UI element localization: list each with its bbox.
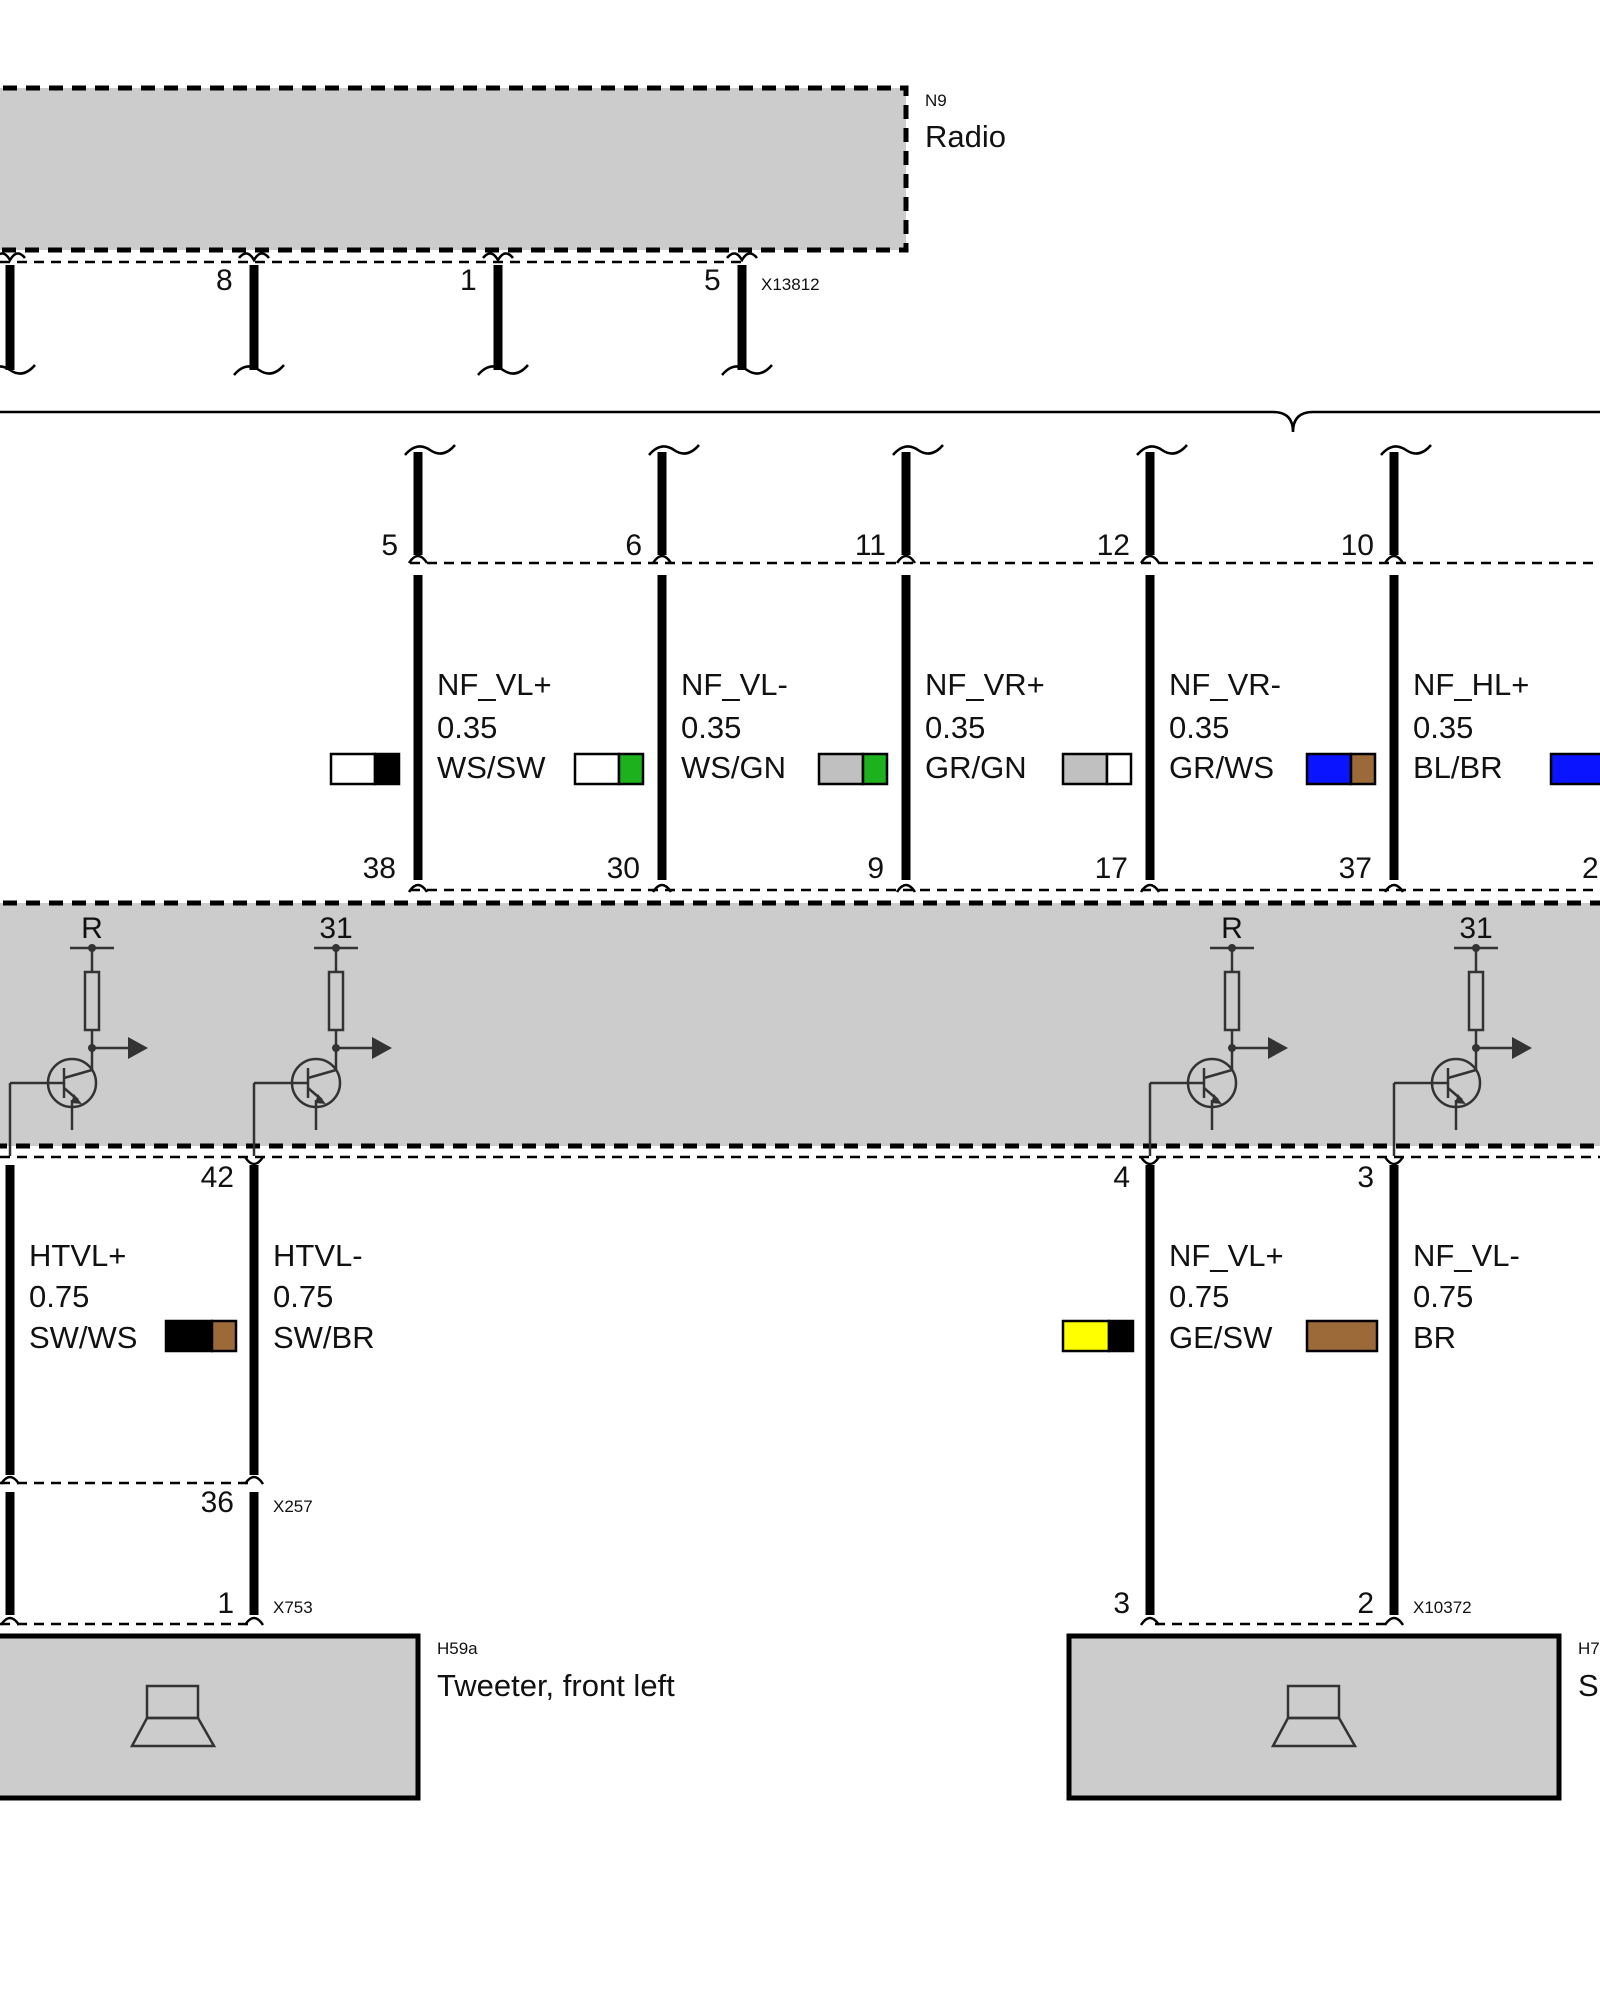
wire-color: BL/BR <box>1413 750 1503 785</box>
wire-signal: NF_VR+ <box>925 667 1045 702</box>
lower-wire <box>1383 1156 1405 1626</box>
wire-size: 0.35 <box>1413 710 1473 745</box>
connector-label: X257 <box>273 1497 313 1516</box>
color-swatch <box>1061 1319 1135 1353</box>
connector-pin: 3 <box>1113 1587 1130 1620</box>
harness-brace <box>0 410 1600 433</box>
connector-label: X753 <box>273 1598 313 1617</box>
color-swatch <box>573 752 645 786</box>
wire-signal: NF_VL- <box>1413 1238 1520 1273</box>
pin-bottom: 38 <box>363 852 396 885</box>
color-swatch <box>1305 752 1377 786</box>
wire-signal: HTVL+ <box>29 1238 126 1273</box>
amplifier-module <box>0 900 1600 1149</box>
amplifier-stage <box>252 944 392 1156</box>
terminal-label: R <box>81 912 103 945</box>
tweeter-component <box>0 1633 421 1801</box>
terminal-label: R <box>1221 912 1243 945</box>
wire-color: GE/SW <box>1169 1320 1273 1355</box>
terminal-label: 31 <box>1459 912 1492 945</box>
wire-signal: NF_HL+ <box>1413 667 1529 702</box>
radio-code: N9 <box>925 91 947 110</box>
pin-bottom: 2 <box>1582 852 1599 885</box>
upper-wire <box>1380 444 1432 893</box>
upper-wire <box>648 444 700 893</box>
radio-pin: 8 <box>216 264 233 297</box>
pin-bottom: 17 <box>1095 852 1128 885</box>
component-code: H7 <box>1578 1639 1600 1658</box>
lower-wire-group <box>0 1156 1405 1626</box>
terminal-label: 31 <box>319 912 352 945</box>
pin-lower: 4 <box>1113 1161 1130 1194</box>
component-code: H59a <box>437 1639 478 1658</box>
wire-color: WS/GN <box>681 750 786 785</box>
wire-signal: NF_VL+ <box>1169 1238 1284 1273</box>
color-swatch <box>329 752 401 786</box>
pin-top: 12 <box>1097 529 1130 562</box>
radio-connector: X13812 <box>761 275 820 294</box>
pin-top: 5 <box>381 529 398 562</box>
amplifier-stage <box>8 944 148 1156</box>
radio-module <box>0 85 909 253</box>
lower-wire <box>1139 1156 1161 1626</box>
wire-signal: HTVL- <box>273 1238 363 1273</box>
connector-pin: 1 <box>217 1587 234 1620</box>
lower-wire <box>243 1156 265 1626</box>
wire-size: 0.35 <box>1169 710 1229 745</box>
component-name: Tweeter, front left <box>437 1668 675 1703</box>
upper-wire <box>1136 444 1188 893</box>
pin-bottom: 37 <box>1339 852 1372 885</box>
connector-pin: 2 <box>1357 1587 1374 1620</box>
wire-size: 0.35 <box>925 710 985 745</box>
pin-bottom: 30 <box>607 852 640 885</box>
radio-pin: 1 <box>460 264 477 297</box>
pin-top: 6 <box>625 529 642 562</box>
wire-size: 0.35 <box>437 710 497 745</box>
speaker-icon <box>1270 1684 1358 1748</box>
color-swatch <box>1549 752 1600 786</box>
connector-label: X10372 <box>1413 1598 1472 1617</box>
wire-signal: NF_VL+ <box>437 667 552 702</box>
wire-color: SW/BR <box>273 1320 375 1355</box>
upper-wire-group <box>404 444 1432 893</box>
wire-size: 0.75 <box>1169 1279 1229 1314</box>
upper-wire <box>892 444 944 893</box>
pin-top: 11 <box>855 529 886 562</box>
lower-wire <box>0 1165 21 1626</box>
pin-lower: 3 <box>1357 1161 1374 1194</box>
wire-size: 0.75 <box>29 1279 89 1314</box>
wire-size: 0.35 <box>681 710 741 745</box>
wire-size: 0.75 <box>273 1279 333 1314</box>
upper-wire <box>404 444 456 893</box>
connector-pin: 36 <box>201 1486 234 1519</box>
amplifier-stage <box>1392 944 1532 1156</box>
amplifier-stage <box>1148 944 1288 1156</box>
color-swatch <box>817 752 889 786</box>
wire-color: SW/WS <box>29 1320 138 1355</box>
wire-signal: NF_VR- <box>1169 667 1281 702</box>
wire-color: BR <box>1413 1320 1456 1355</box>
color-swatch <box>1061 752 1133 786</box>
wire-color: WS/SW <box>437 750 546 785</box>
radio-wires <box>0 252 773 376</box>
wire-size: 0.75 <box>1413 1279 1473 1314</box>
pin-lower: 42 <box>201 1161 234 1194</box>
wire-signal: NF_VL- <box>681 667 788 702</box>
radio-name: Radio <box>925 119 1006 154</box>
color-swatch <box>1305 1319 1379 1353</box>
radio-pin: 5 <box>704 264 721 297</box>
wire-color: GR/GN <box>925 750 1027 785</box>
component-name: S <box>1578 1668 1599 1703</box>
wire-color: GR/WS <box>1169 750 1274 785</box>
color-swatch <box>164 1319 238 1353</box>
pin-top: 10 <box>1341 529 1374 562</box>
speaker-icon <box>129 1684 217 1748</box>
pin-bottom: 9 <box>867 852 884 885</box>
